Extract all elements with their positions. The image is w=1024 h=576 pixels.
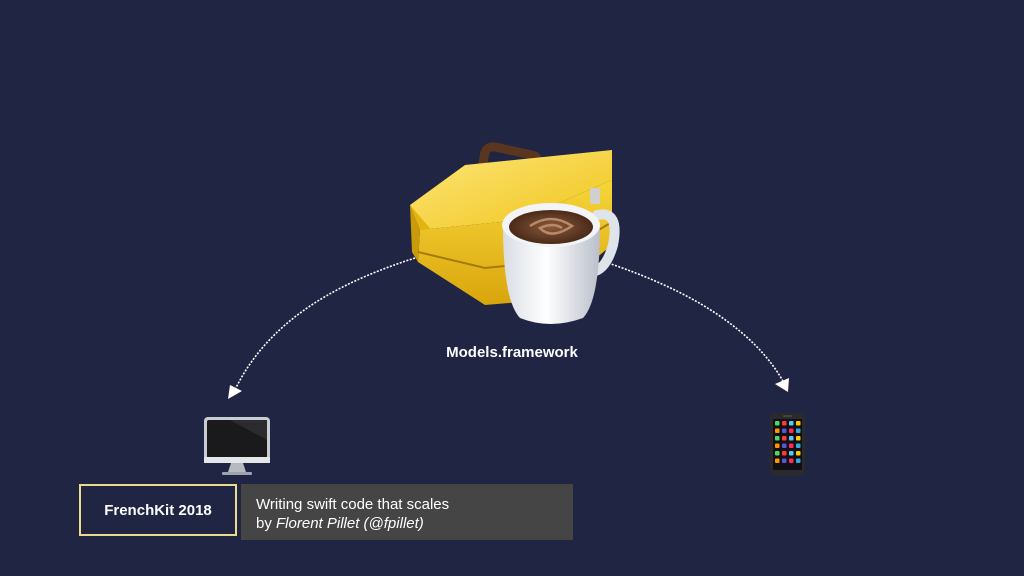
phone-app-icon	[789, 421, 794, 426]
arrow-head-mac	[228, 385, 242, 399]
talk-byline: by Florent Pillet (@fpillet)	[256, 514, 573, 533]
phone-app-icon	[775, 451, 780, 456]
phone-app-icon	[789, 436, 794, 441]
talk-author: Florent Pillet (@fpillet)	[276, 515, 424, 532]
by-prefix: by	[256, 515, 277, 532]
arrow-to-phone	[604, 261, 785, 384]
phone-app-icon	[775, 443, 780, 448]
phone-app-icon	[796, 443, 801, 448]
event-badge: FrenchKit 2018	[79, 484, 237, 536]
phone-app-icon	[782, 428, 787, 433]
phone-app-icon	[782, 451, 787, 456]
phone-app-icon	[782, 458, 787, 463]
phone-app-icon	[789, 451, 794, 456]
talk-info: Writing swift code that scales by Floren…	[241, 484, 573, 540]
phone-app-icon	[782, 421, 787, 426]
phone-app-icon	[796, 421, 801, 426]
phone-app-icon	[796, 428, 801, 433]
phone-app-icon	[789, 458, 794, 463]
talk-title: Writing swift code that scales	[256, 496, 450, 513]
phone-app-icon	[782, 436, 787, 441]
phone-app-icon	[775, 436, 780, 441]
phone-app-icon	[796, 458, 801, 463]
phone-app-icon	[789, 443, 794, 448]
arrow-head-phone	[775, 378, 789, 392]
phone-app-icon	[775, 428, 780, 433]
phone-app-icon	[796, 451, 801, 456]
phone-app-icon	[782, 443, 787, 448]
coffee-cup-icon	[502, 203, 620, 324]
phone-app-icon	[775, 458, 780, 463]
phone-app-icon	[775, 421, 780, 426]
phone-app-icon	[789, 428, 794, 433]
arrow-to-mac	[233, 257, 416, 393]
framework-label: Models.framework	[446, 344, 578, 361]
phone-app-icon	[796, 436, 801, 441]
